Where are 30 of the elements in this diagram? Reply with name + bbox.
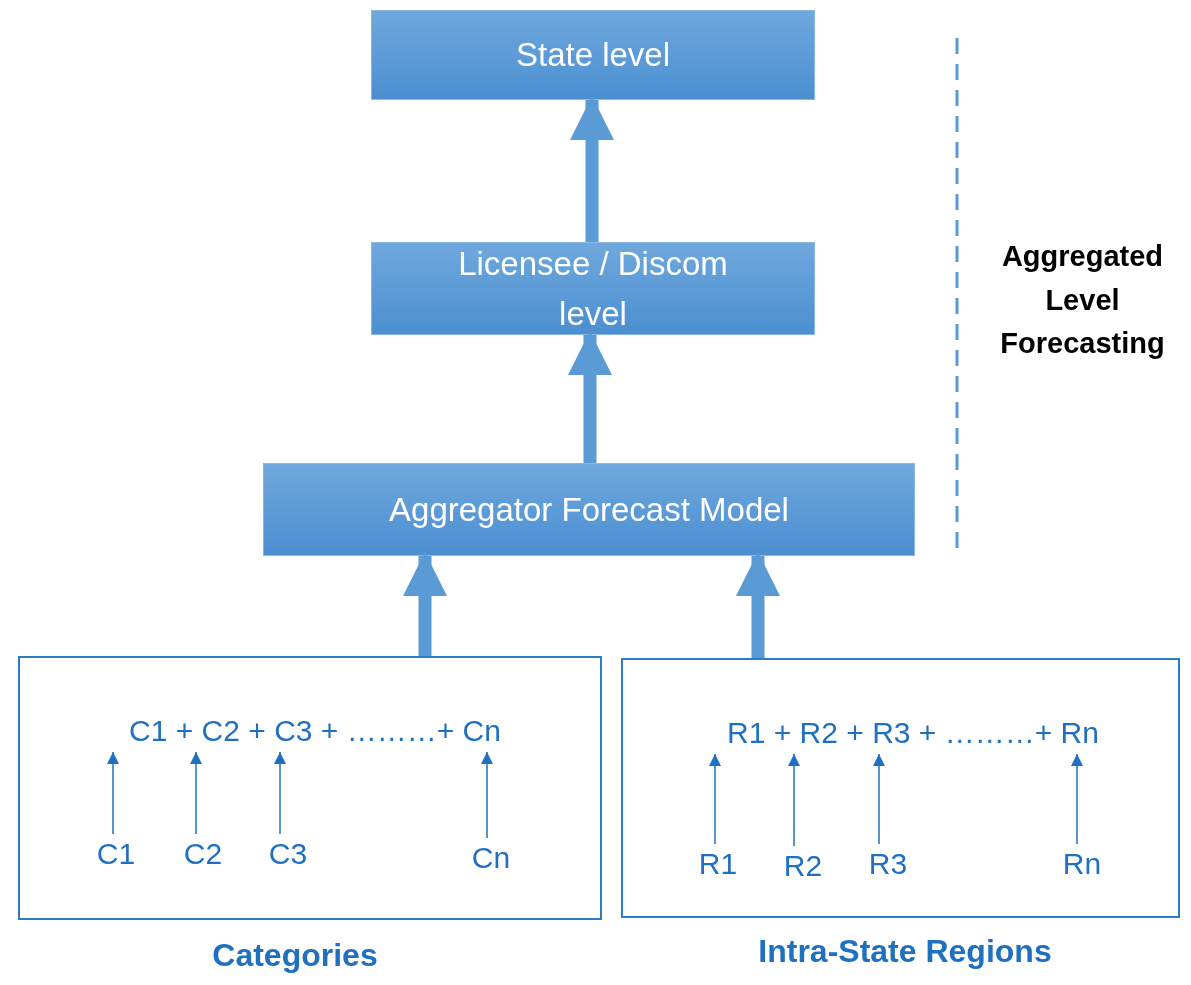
arrow [1071,753,1083,845]
term-label: Cn [470,838,512,878]
term-label: C1 [95,834,137,874]
term-label: C3 [267,834,309,874]
arrow [709,753,721,845]
term-label: R3 [867,844,909,884]
thick-arrow [736,552,780,658]
group-caption: Categories [211,936,379,975]
arrow [788,753,800,847]
arrow [274,751,286,835]
thick-arrow [403,552,447,656]
sum-formula: C1 + C2 + C3 + ………+ Cn [80,710,550,752]
term-label: R2 [782,846,824,886]
thick-arrow [568,331,612,463]
arrow [873,753,885,845]
thick-arrow [570,96,614,242]
term-label: Rn [1061,844,1103,884]
term-label: R1 [697,844,739,884]
arrow [190,751,202,835]
sum-formula: R1 + R2 + R3 + ………+ Rn [678,712,1148,754]
side-heading: Aggregated Level Forecasting [999,239,1166,361]
arrow [481,751,493,839]
group-caption: Intra-State Regions [757,932,1053,971]
level-box: Licensee / Discom level [371,242,815,335]
level-box: State level [371,10,815,100]
level-box: Aggregator Forecast Model [263,463,915,556]
term-label: C2 [182,834,224,874]
arrow [107,751,119,835]
group-frame [621,658,1180,918]
group-frame [18,656,602,920]
